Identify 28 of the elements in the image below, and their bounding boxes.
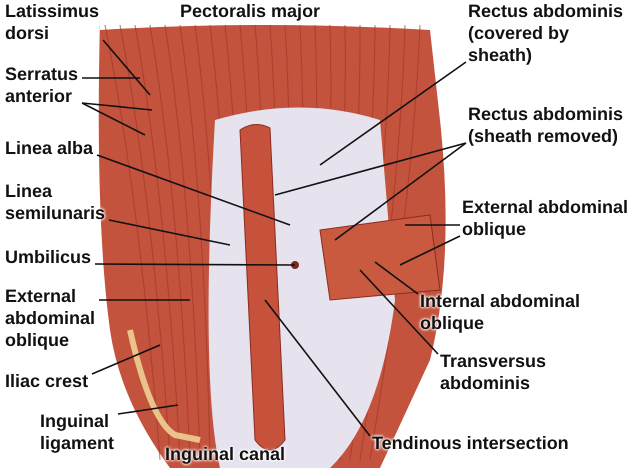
leader-line: [95, 263, 295, 266]
leader-line: [92, 344, 160, 375]
leader-line: [320, 61, 466, 166]
leader-line: [274, 142, 466, 196]
part-label: External abdominal oblique: [5, 285, 97, 351]
part-label: Inguinal ligament: [40, 410, 116, 454]
part-label: Iliac crest: [5, 370, 90, 392]
leader-line: [264, 300, 371, 436]
part-label: Pectoralis major: [180, 0, 320, 22]
part-label: Rectus abdominis (sheath removed): [468, 103, 625, 147]
part-label: External abdominal oblique: [462, 196, 630, 240]
leader-line: [108, 219, 230, 246]
leader-line: [405, 224, 460, 226]
part-label: Rectus abdominis (covered by sheath): [468, 0, 625, 66]
leader-line: [334, 142, 466, 241]
part-label: Umbilicus: [5, 246, 93, 268]
leader-line: [96, 154, 290, 226]
part-label: Linea alba: [5, 137, 95, 159]
leader-line: [400, 235, 460, 266]
leader-line: [374, 261, 418, 295]
leader-line: [118, 404, 178, 415]
part-label: Latissimus dorsi: [5, 0, 101, 44]
leader-line: [82, 102, 152, 111]
leader-line: [102, 39, 151, 96]
part-label: Transversus abdominis: [440, 350, 548, 394]
leader-line: [82, 102, 146, 136]
part-label: Serratus anterior: [5, 63, 80, 107]
leader-line: [82, 77, 140, 79]
